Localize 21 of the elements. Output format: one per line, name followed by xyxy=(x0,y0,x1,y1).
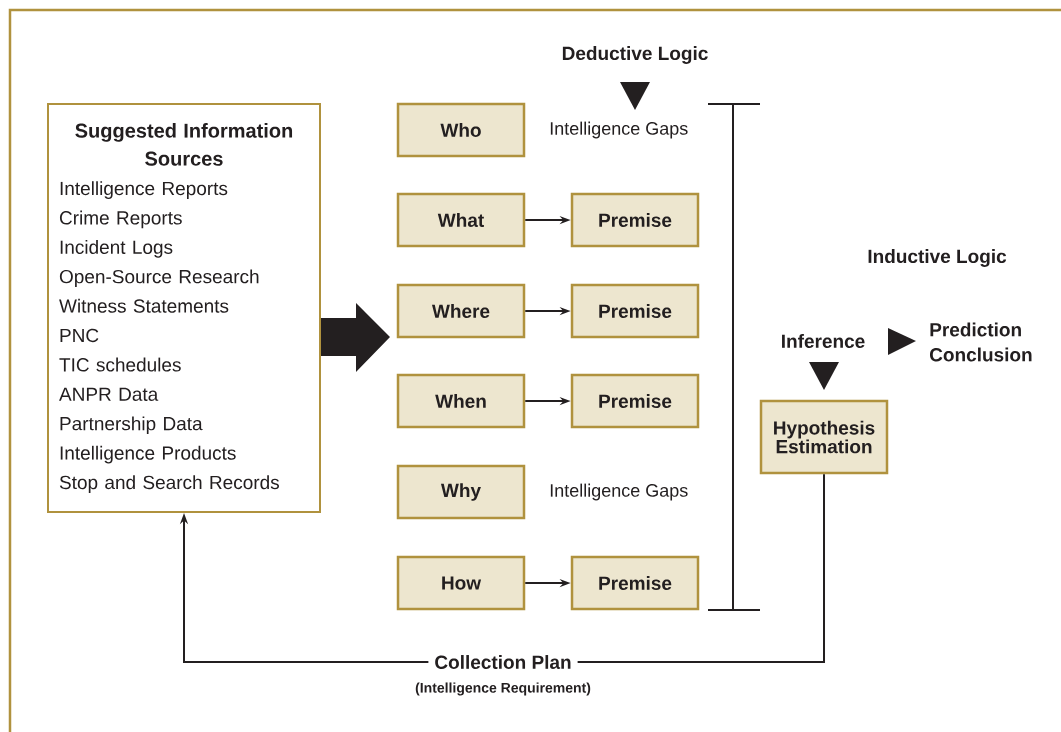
heading-label: (Intelligence Requirement) xyxy=(415,682,591,696)
process-box: What xyxy=(396,192,526,248)
process-box: Premise xyxy=(570,555,700,611)
gap-label: Intelligence Gaps xyxy=(550,121,688,139)
heading-label: Inductive Logic xyxy=(868,249,1007,267)
process-box: When xyxy=(396,373,526,429)
source-list-box: Suggested Information Sources Intelligence Reports Crime Reports Incident Logs Open-Source Research Witness Statements PNC TIC schedules ANPR Data Partnership Data Intelligence Products Stop and Search Records xyxy=(47,103,321,513)
process-box: Premise xyxy=(570,373,700,429)
heading-label: Inference xyxy=(782,334,865,348)
process-box: Who xyxy=(396,102,526,158)
heading-label: Deductive Logic xyxy=(562,46,708,64)
process-box: Hypothesis Estimation xyxy=(759,399,889,475)
heading-label: Prediction Conclusion xyxy=(930,322,1032,362)
edge-label: Collection Plan xyxy=(428,653,578,671)
gap-label: Intelligence Gaps xyxy=(550,483,688,501)
process-box: Where xyxy=(396,283,526,339)
process-box: Premise xyxy=(570,192,700,248)
process-box: Why xyxy=(396,464,526,520)
block-arrow xyxy=(321,303,390,372)
process-box: Premise xyxy=(570,283,700,339)
process-box: How xyxy=(396,555,526,611)
